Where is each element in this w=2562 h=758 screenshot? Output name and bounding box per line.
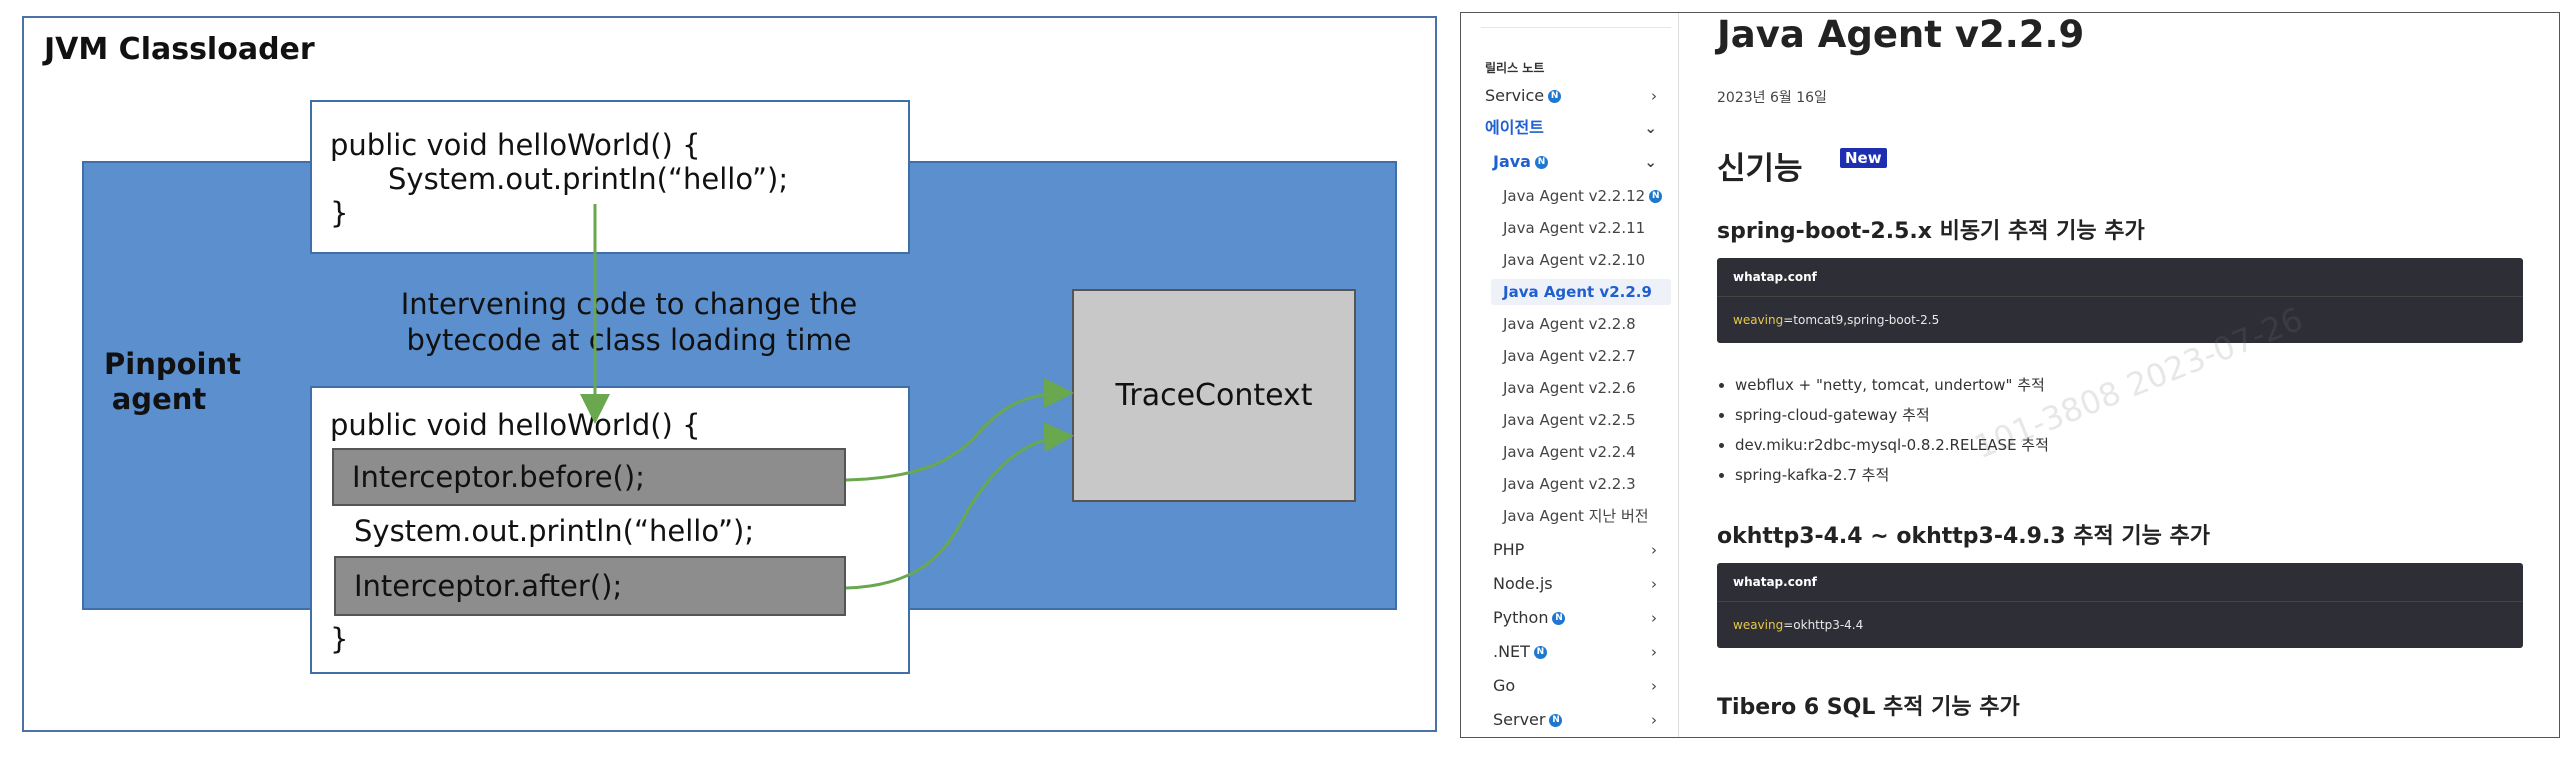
sidebar-item-java-agent-2-2-5[interactable]: Java Agent v2.2.5: [1503, 411, 1636, 429]
section-heading-tibero: Tibero 6 SQL 추적 기능 추가: [1717, 695, 2020, 720]
code-line: System.out.println(“hello”);: [388, 162, 789, 196]
sidebar-item-java-agent-previous[interactable]: Java Agent 지난 버전: [1503, 507, 1649, 525]
feature-list: webflux + "netty, tomcat, undertow" 추적 s…: [1717, 370, 2049, 490]
code-line: public void helloWorld() {: [330, 128, 701, 162]
sidebar-item-java-agent-2-2-6[interactable]: Java Agent v2.2.6: [1503, 379, 1636, 397]
sidebar-item-php[interactable]: PHP ›: [1461, 535, 1679, 565]
sidebar-item-agents[interactable]: 에이전트 ⌄: [1461, 113, 1679, 143]
new-badge-icon: N: [1552, 612, 1566, 625]
new-badge-icon: N: [1548, 90, 1562, 103]
instrumented-code-box: public void helloWorld() { Interceptor.b…: [310, 386, 910, 674]
interceptor-after-box: Interceptor.after();: [334, 556, 846, 616]
code-line: public void helloWorld() {: [330, 408, 701, 442]
code-line: }: [330, 196, 349, 230]
list-item: spring-kafka-2.7 추적: [1735, 460, 2049, 490]
chevron-right-icon: ›: [1651, 677, 1657, 695]
new-features-heading: 신기능: [1717, 151, 1803, 187]
pinpoint-agent-label: Pinpoint agent: [104, 347, 241, 416]
sidebar-section-label: 릴리스 노트: [1485, 61, 1545, 75]
sidebar-item-java-agent-2-2-9[interactable]: Java Agent v2.2.9: [1503, 283, 1652, 301]
chevron-right-icon: ›: [1651, 575, 1657, 593]
new-badge: New: [1840, 148, 1887, 168]
chevron-right-icon: ›: [1651, 711, 1657, 729]
chevron-down-icon: ⌄: [1644, 153, 1657, 171]
interceptor-before-box: Interceptor.before();: [332, 448, 846, 506]
list-item: dev.miku:r2dbc-mysql-0.8.2.RELEASE 추적: [1735, 430, 2049, 460]
chevron-right-icon: ›: [1651, 87, 1657, 105]
new-badge-icon: N: [1533, 646, 1547, 659]
divider: [1481, 27, 1671, 28]
section-heading-okhttp: okhttp3-4.4 ~ okhttp3-4.9.3 추적 기능 추가: [1717, 524, 2211, 549]
sidebar-item-java-agent-2-2-7[interactable]: Java Agent v2.2.7: [1503, 347, 1636, 365]
bytecode-note: Intervening code to change the bytecode …: [400, 287, 858, 357]
active-item-highlight: [1491, 279, 1671, 305]
sidebar-item-go[interactable]: Go ›: [1461, 671, 1679, 701]
sidebar-item-java-agent-2-2-8[interactable]: Java Agent v2.2.8: [1503, 315, 1636, 333]
new-badge-icon: N: [1549, 714, 1563, 727]
sidebar-item-java-agent-2-2-4[interactable]: Java Agent v2.2.4: [1503, 443, 1636, 461]
main-content: Java Agent v2.2.9 2023년 6월 16일 신기능 New s…: [1679, 13, 2559, 737]
trace-context-box: TraceContext: [1072, 289, 1356, 502]
sidebar-item-nodejs[interactable]: Node.js ›: [1461, 569, 1679, 599]
chevron-down-icon: ⌄: [1644, 119, 1657, 137]
page-title: Java Agent v2.2.9: [1717, 13, 2085, 56]
chevron-right-icon: ›: [1651, 541, 1657, 559]
release-date: 2023년 6월 16일: [1717, 90, 1827, 106]
original-code-box: public void helloWorld() { System.out.pr…: [310, 100, 910, 254]
trace-context-label: TraceContext: [1115, 378, 1313, 413]
sidebar-item-java-agent-2-2-10[interactable]: Java Agent v2.2.10: [1503, 251, 1646, 269]
chevron-right-icon: ›: [1651, 643, 1657, 661]
code-block-header: whatap.conf: [1717, 563, 2523, 602]
list-item: webflux + "netty, tomcat, undertow" 추적: [1735, 370, 2049, 400]
sidebar-item-java-agent-2-2-11[interactable]: Java Agent v2.2.11: [1503, 219, 1646, 237]
code-line: }: [330, 622, 349, 656]
code-block-body: weaving=okhttp3-4.4: [1733, 618, 1864, 632]
chevron-right-icon: ›: [1651, 609, 1657, 627]
new-badge-icon: N: [1649, 190, 1663, 203]
sidebar-item-java-agent-2-2-3[interactable]: Java Agent v2.2.3: [1503, 475, 1636, 493]
section-heading-spring-boot: spring-boot-2.5.x 비동기 추적 기능 추가: [1717, 219, 2145, 244]
new-badge-icon: N: [1534, 156, 1548, 169]
diagram-title: JVM Classloader: [44, 32, 315, 67]
jvm-classloader-diagram: JVM Classloader Pinpoint agent public vo…: [22, 16, 1437, 732]
code-block-whatap-conf: whatap.conf weaving=tomcat9,spring-boot-…: [1717, 258, 2523, 343]
code-block-header: whatap.conf: [1717, 258, 2523, 297]
list-item: spring-cloud-gateway 추적: [1735, 400, 2049, 430]
code-block-body: weaving=tomcat9,spring-boot-2.5: [1733, 313, 1940, 327]
code-block-whatap-conf: whatap.conf weaving=okhttp3-4.4: [1717, 563, 2523, 648]
code-line: System.out.println(“hello”);: [354, 514, 755, 548]
